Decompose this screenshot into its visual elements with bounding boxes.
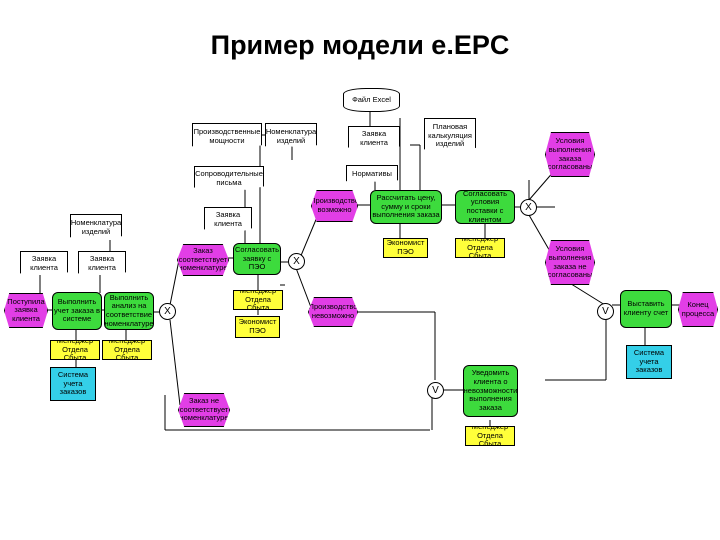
function-agree-ped: Согласовать заявку с ПЭО xyxy=(233,243,281,275)
doc-norms: Нормативы xyxy=(346,165,398,183)
event-conditions-not-agreed: Условия выполнения заказа не согласованы xyxy=(545,240,595,285)
event-production-possible: Производство возможно xyxy=(311,190,358,222)
function-register-order: Выполнить учет заказа в системе xyxy=(52,292,102,330)
or-operator-bottom: V xyxy=(427,382,444,399)
system-orders-right: Система учета заказов xyxy=(626,345,672,379)
org-manager-left2: Менеджер Отдела Сбыта xyxy=(102,340,152,360)
org-economist-top: Экономист ПЭО xyxy=(383,238,428,258)
doc-nomenclature-left: Номенклатура изделий xyxy=(70,214,122,240)
event-process-end: Конец процесса xyxy=(678,292,718,327)
xor-operator-mid: X xyxy=(288,253,305,270)
function-calc-price: Рассчитать цену, сумму и сроки выполнени… xyxy=(370,190,442,224)
event-order-received: Поступила заявка клиента xyxy=(4,293,48,328)
event-production-impossible: Производство невозможно xyxy=(308,297,358,327)
org-manager-left1: Менеджер Отдела Сбыта xyxy=(50,340,100,360)
file-excel-db: Файл Excel xyxy=(343,88,400,112)
org-economist-mid: Экономист ПЭО xyxy=(235,316,280,338)
system-orders-left: Система учета заказов xyxy=(50,367,96,401)
org-manager-bottom: Менеджер Отдела Сбыта xyxy=(465,426,515,446)
function-notify-client: Уведомить клиента о невозможности выполн… xyxy=(463,365,518,417)
event-order-not-matches: Заказ не соответствует номенклатуре xyxy=(178,393,230,427)
event-conditions-agreed: Условия выполнения заказа согласованы xyxy=(545,132,595,177)
diagram-title: Пример модели е.EPC xyxy=(210,30,510,60)
event-order-matches: Заказ соответствует номенклатуре xyxy=(177,244,229,276)
function-issue-invoice: Выставить клиенту счет xyxy=(620,290,672,328)
function-agree-terms: Согласовать условия поставки с клиентом xyxy=(455,190,515,224)
xor-operator-right: X xyxy=(520,199,537,216)
function-check-nomenclature: Выполнить анализ на соответствие номенкл… xyxy=(104,292,154,330)
xor-operator-left: X xyxy=(159,303,176,320)
doc-client-request-mid: Заявка клиента xyxy=(204,207,252,232)
or-operator-right: V xyxy=(597,303,614,320)
org-manager-mid: Менеджер Отдела Сбыта xyxy=(233,290,283,310)
org-manager-top: Менеджер Отдела Сбыта xyxy=(455,238,505,258)
doc-client-request-top: Заявка клиента xyxy=(348,126,400,150)
